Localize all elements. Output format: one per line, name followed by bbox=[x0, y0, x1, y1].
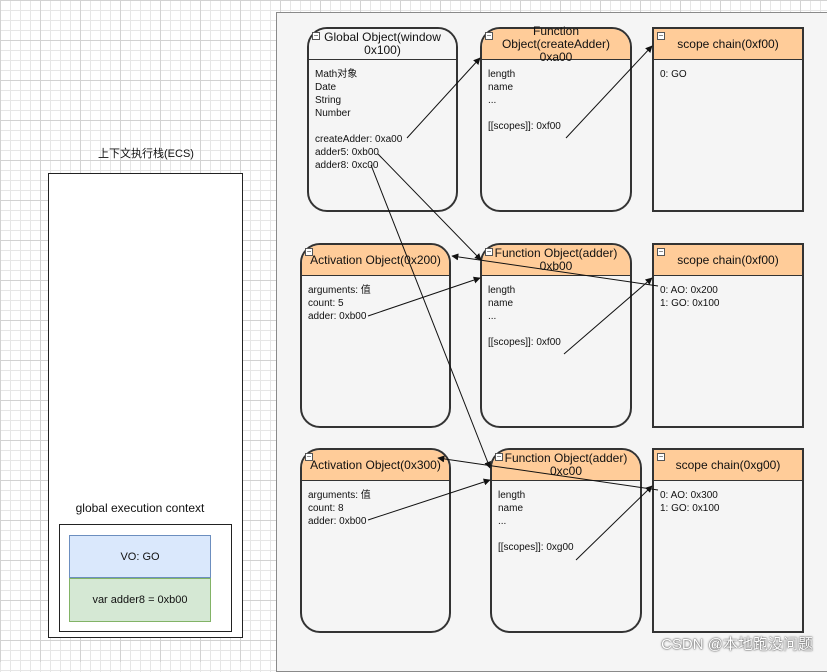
node-body: 0: AO: 0x300 1: GO: 0x100 bbox=[660, 489, 798, 515]
node-header: scope chain(0xf00) bbox=[654, 245, 802, 276]
node-line: adder: 0xb00 bbox=[308, 311, 367, 322]
node-line: length bbox=[488, 69, 516, 80]
node-line: 0: GO bbox=[660, 69, 687, 80]
scope-chain-0xg00-node[interactable]: scope chain(0xg00) − 0: AO: 0x300 1: GO: … bbox=[652, 448, 804, 633]
node-line: count: 5 bbox=[308, 298, 344, 309]
node-title: Activation Object(0x300) bbox=[310, 457, 441, 472]
node-line: arguments: 值 bbox=[308, 490, 371, 501]
node-line: ... bbox=[488, 95, 497, 106]
node-line: [[scopes]]: 0xf00 bbox=[488, 121, 561, 132]
node-title: Function Object(createAdder) 0xa00 bbox=[501, 23, 611, 64]
node-line: 0: AO: 0x300 bbox=[660, 490, 718, 501]
collapse-icon[interactable]: − bbox=[657, 452, 665, 461]
gec-title: global execution context bbox=[75, 501, 205, 515]
node-body: length name... [[scopes]]: 0xf00 bbox=[488, 284, 626, 349]
scope-chain-0xf00-b-node[interactable]: scope chain(0xf00) − 0: AO: 0x200 1: GO: … bbox=[652, 243, 804, 428]
collapse-icon[interactable]: − bbox=[312, 31, 320, 40]
node-line: count: 8 bbox=[308, 503, 344, 514]
node-title: Global Object(window 0x100) bbox=[324, 30, 441, 57]
node-line: name bbox=[488, 82, 514, 93]
node-header: Function Object(adder) 0xb00 bbox=[482, 245, 630, 276]
node-body: arguments: 值 count: 8 adder: 0xb00 bbox=[308, 489, 445, 528]
node-line: Math对象 bbox=[315, 69, 358, 80]
node-header: Global Object(window 0x100) bbox=[309, 29, 456, 60]
node-line: name bbox=[488, 298, 514, 309]
node-line: createAdder: 0xa00 bbox=[315, 134, 403, 145]
adder8-cell[interactable]: var adder8 = 0xb00 bbox=[69, 578, 211, 622]
collapse-icon[interactable]: − bbox=[485, 247, 493, 256]
node-header: Function Object(createAdder) 0xa00 bbox=[482, 24, 630, 63]
node-body: arguments: 值 count: 5 adder: 0xb00 bbox=[308, 284, 445, 323]
function-object-adder-0xc00-node[interactable]: Function Object(adder) 0xc00 − length nam… bbox=[490, 448, 642, 633]
scope-chain-0xf00-node[interactable]: scope chain(0xf00) − 0: GO bbox=[652, 27, 804, 212]
adder8-label: var adder8 = 0xb00 bbox=[92, 594, 188, 606]
node-header: Activation Object(0x200) bbox=[302, 245, 449, 276]
node-line: length bbox=[498, 490, 526, 501]
node-line: length bbox=[488, 285, 516, 296]
node-line: adder8: 0xc00 bbox=[315, 160, 379, 171]
collapse-icon[interactable]: − bbox=[495, 452, 503, 461]
node-title: scope chain(0xf00) bbox=[677, 36, 779, 51]
activation-object-0x200-node[interactable]: Activation Object(0x200) − arguments: 值 c… bbox=[300, 243, 451, 428]
node-body: 0: GO bbox=[660, 68, 798, 81]
collapse-icon[interactable]: − bbox=[657, 31, 665, 40]
node-body: length name... [[scopes]]: 0xg00 bbox=[498, 489, 636, 554]
collapse-icon[interactable]: − bbox=[657, 247, 665, 256]
node-title: Function Object(adder) 0xc00 bbox=[504, 451, 628, 478]
node-title: Function Object(adder) 0xb00 bbox=[494, 246, 618, 273]
node-line bbox=[488, 323, 626, 336]
node-title: scope chain(0xg00) bbox=[675, 457, 781, 472]
node-title: scope chain(0xf00) bbox=[677, 252, 779, 267]
function-object-adder-0xb00-node[interactable]: Function Object(adder) 0xb00 − length nam… bbox=[480, 243, 632, 428]
global-object-node[interactable]: Global Object(window 0x100) − Math对象 Date… bbox=[307, 27, 458, 212]
activation-object-0x300-node[interactable]: Activation Object(0x300) − arguments: 值 c… bbox=[300, 448, 451, 633]
collapse-icon[interactable]: − bbox=[305, 247, 313, 256]
node-line: adder5: 0xb00 bbox=[315, 147, 379, 158]
node-title: Activation Object(0x200) bbox=[310, 252, 441, 267]
node-line: 1: GO: 0x100 bbox=[660, 503, 720, 514]
node-line: 0: AO: 0x200 bbox=[660, 285, 718, 296]
node-line: ... bbox=[488, 311, 497, 322]
node-line: 1: GO: 0x100 bbox=[660, 298, 720, 309]
node-line: [[scopes]]: 0xg00 bbox=[498, 542, 574, 553]
node-line: arguments: 值 bbox=[308, 285, 371, 296]
node-line: Date bbox=[315, 82, 337, 93]
node-line: [[scopes]]: 0xf00 bbox=[488, 337, 561, 348]
function-object-createadder-node[interactable]: Function Object(createAdder) 0xa00 − len… bbox=[480, 24, 632, 212]
node-line: name bbox=[498, 503, 524, 514]
node-line bbox=[498, 528, 636, 541]
ecs-title: 上下文执行栈(ECS) bbox=[98, 148, 194, 160]
node-header: scope chain(0xg00) bbox=[654, 450, 802, 481]
node-header: scope chain(0xf00) bbox=[654, 29, 802, 60]
node-line: ... bbox=[498, 516, 507, 527]
node-line: adder: 0xb00 bbox=[308, 516, 367, 527]
node-line: Number bbox=[315, 108, 351, 119]
node-line: String bbox=[315, 95, 342, 106]
vo-cell[interactable]: VO: GO bbox=[69, 535, 211, 578]
node-line bbox=[315, 120, 452, 133]
node-body: length name... [[scopes]]: 0xf00 bbox=[488, 68, 626, 133]
collapse-icon[interactable]: − bbox=[485, 31, 493, 40]
collapse-icon[interactable]: − bbox=[305, 452, 313, 461]
node-line bbox=[488, 107, 626, 120]
node-header: Function Object(adder) 0xc00 bbox=[492, 450, 640, 481]
vo-label: VO: GO bbox=[120, 550, 160, 563]
watermark: CSDN @本地跑没问题 bbox=[661, 636, 813, 653]
node-body: 0: AO: 0x200 1: GO: 0x100 bbox=[660, 284, 798, 310]
node-header: Activation Object(0x300) bbox=[302, 450, 449, 481]
